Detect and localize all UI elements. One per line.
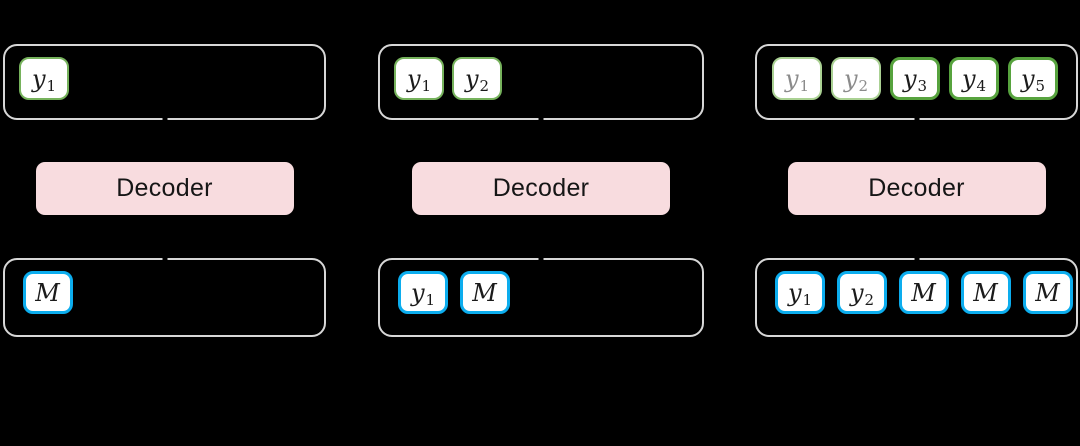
token-base: y	[406, 64, 421, 93]
connector-notch	[914, 255, 919, 265]
token-base: y	[464, 64, 479, 93]
token-base: y	[784, 64, 799, 93]
connector-notch	[538, 255, 544, 265]
input-sequence-box-1: M	[3, 255, 326, 337]
token-base: M	[1035, 278, 1060, 307]
token-base: y	[787, 278, 802, 307]
input-token-mask: M	[23, 271, 73, 314]
decoder-label: Decoder	[492, 174, 590, 202]
token-base: M	[472, 278, 497, 307]
decoder-label: Decoder	[868, 174, 965, 202]
token-base: M	[973, 278, 998, 307]
token-base: y	[849, 278, 864, 307]
token-base: y	[902, 64, 917, 93]
connector-notch	[538, 113, 544, 123]
token-base: M	[911, 278, 936, 307]
decoder-box-3: Decoder	[787, 162, 1046, 215]
token-base: y	[31, 64, 46, 93]
decoder-label: Decoder	[116, 174, 213, 202]
input-token-mask-2: M	[961, 271, 1011, 314]
connector-notch	[162, 113, 167, 123]
input-token-mask: M	[460, 271, 510, 314]
input-token-mask-3: M	[1023, 271, 1073, 314]
connector-notch	[914, 113, 919, 123]
token-base: y	[961, 64, 976, 93]
decoder-box-2: Decoder	[412, 162, 670, 215]
token-base: y	[410, 278, 425, 307]
decoder-box-1: Decoder	[35, 162, 294, 215]
input-token-mask-1: M	[899, 271, 949, 314]
token-base: y	[1020, 64, 1035, 93]
token-base: y	[843, 64, 858, 93]
token-base: M	[35, 278, 60, 307]
connector-notch	[162, 255, 167, 265]
